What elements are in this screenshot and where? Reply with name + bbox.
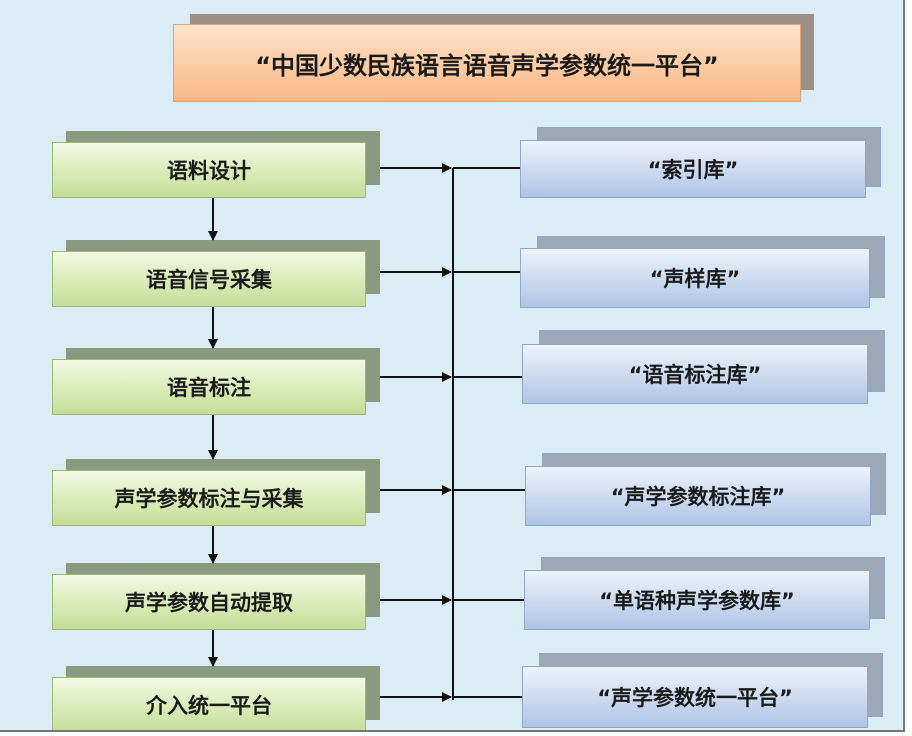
output-index-db: “索引库” [520, 140, 866, 198]
output-acoustic-annotation-db: “声学参数标注库” [525, 466, 871, 526]
output-unified-platform: “声学参数统一平台” [522, 666, 868, 728]
output-phonetic-annotation-db: “语音标注库” [522, 344, 868, 404]
step-join-platform: 介入统一平台 [52, 677, 366, 730]
step-signal-collection: 语音信号采集 [52, 251, 366, 307]
step-auto-extraction: 声学参数自动提取 [52, 574, 366, 630]
output-single-language-db: “单语种声学参数库” [524, 570, 870, 630]
step-corpus-design: 语料设计 [52, 142, 366, 198]
step-acoustic-annotation: 声学参数标注与采集 [52, 470, 366, 526]
output-sample-db: “声样库” [520, 248, 870, 308]
step-phonetic-annotation: 语音标注 [52, 359, 366, 415]
diagram-title: “中国少数民族语言语音声学参数统一平台” [173, 24, 801, 102]
